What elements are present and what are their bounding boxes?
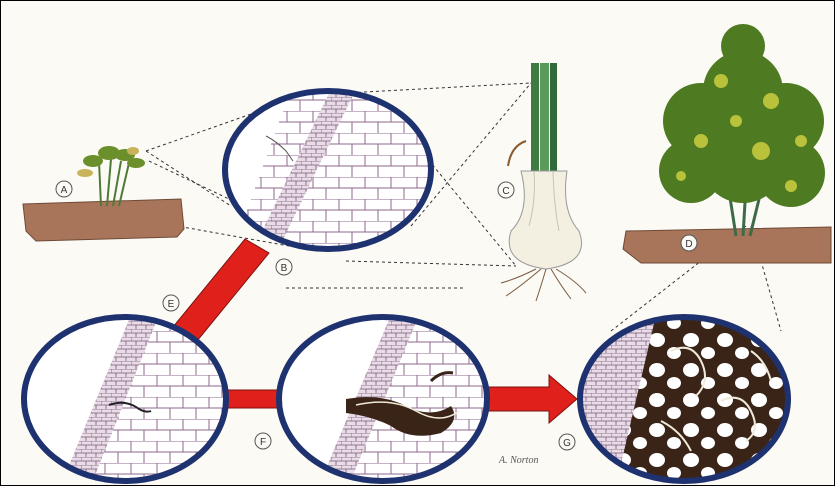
svg-text:C: C (502, 186, 509, 197)
arrow-f-to-g (484, 375, 577, 423)
circle-g-tissue (576, 315, 791, 485)
onion-bulb-c (501, 63, 586, 301)
arrow-b-to-e (173, 239, 269, 341)
label-e: E (163, 295, 179, 311)
circle-b-tissue (221, 89, 436, 254)
circle-e-tissue (21, 315, 231, 485)
seedling-stems (99, 159, 129, 206)
label-b: B (276, 259, 292, 275)
label-a: A (56, 181, 72, 197)
svg-text:F: F (260, 437, 266, 448)
svg-text:G: G (563, 438, 571, 449)
onion-roots (501, 269, 586, 301)
soil-strip-a (23, 199, 184, 241)
svg-text:D: D (685, 239, 692, 250)
soil-strip-d (623, 227, 831, 263)
label-g: G (559, 434, 575, 450)
seedling-a (23, 146, 184, 241)
arrow-e-to-f (221, 390, 285, 408)
svg-text:A: A (61, 185, 68, 196)
svg-text:B: B (281, 263, 288, 274)
label-f: F (255, 433, 271, 449)
tree-d (623, 24, 831, 263)
label-c: C (498, 182, 514, 198)
circle-f-tissue (276, 315, 491, 485)
artist-signature: A. Norton (498, 455, 538, 466)
label-d: D (681, 235, 697, 251)
svg-text:E: E (168, 299, 175, 310)
